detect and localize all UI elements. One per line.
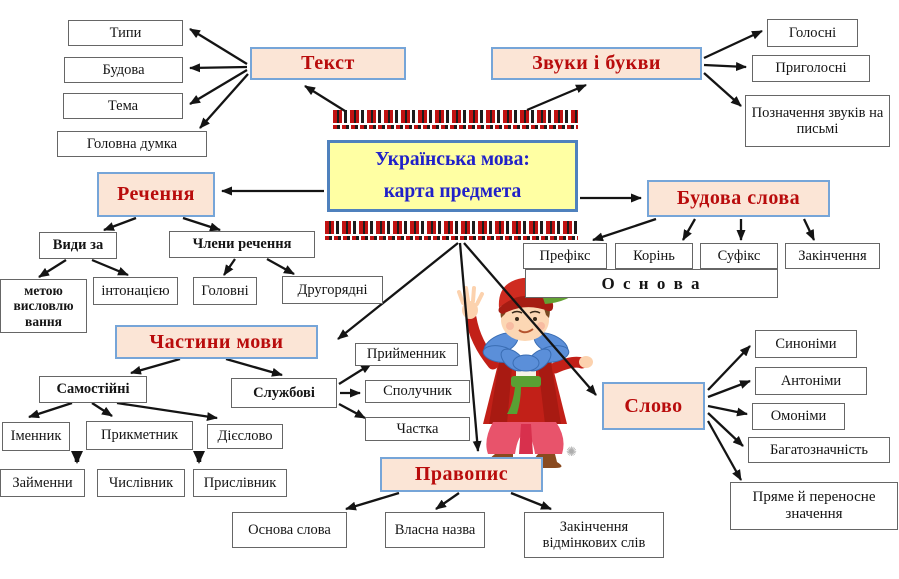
node-priame-perenosne: Пряме й переносне значення — [730, 482, 898, 530]
watermark-logo-icon: ✺ — [566, 444, 577, 459]
embroidery-band-bottom — [325, 221, 578, 240]
arrow-group-budova-slova — [592, 217, 816, 242]
node-poznachennia-zvukiv: Позначення звуків на письмі — [745, 95, 890, 147]
embroidery-band-top — [333, 110, 578, 129]
node-pravopys: Правопис — [380, 457, 543, 492]
node-imennyk: Іменник — [2, 422, 70, 451]
node-prefiks: Префікс — [523, 243, 607, 269]
node-osnova-slova: Основа слова — [232, 512, 347, 548]
node-osnova: О с н о в а — [525, 269, 778, 298]
node-budova: Будова — [64, 57, 183, 83]
node-zaimenny: Займенни — [0, 469, 85, 497]
node-zvuky-i-bukvy: Звуки і букви — [491, 47, 702, 80]
node-omonimy: Омоніми — [752, 403, 845, 430]
node-tema: Тема — [63, 93, 183, 119]
node-vydy-za: Види за — [39, 232, 117, 259]
node-pryimennyk: Прийменник — [355, 343, 458, 366]
node-holovni: Головні — [193, 277, 257, 305]
node-center-title: Українська мова: карта предмета — [327, 140, 578, 212]
node-tekst: Текст — [250, 47, 406, 80]
center-title-line1: Українська мова: — [375, 148, 530, 170]
cossack-boy-illustration — [457, 277, 593, 468]
node-typy: Типи — [68, 20, 183, 46]
node-pryholosni: Приголосні — [752, 55, 870, 82]
center-title-line2: карта предмета — [383, 181, 522, 202]
node-synonimy: Синоніми — [755, 330, 857, 358]
node-samostiini: Самостійні — [39, 376, 147, 403]
node-holosni: Голосні — [767, 19, 858, 47]
embroidery-pattern-icon — [325, 221, 578, 234]
node-zakinchennia-vidminkovykh: Закінчення відмінкових слів — [524, 512, 664, 558]
arrow-group-slovo — [706, 345, 751, 481]
node-slovo: Слово — [602, 382, 705, 430]
embroidery-pattern-icon — [333, 125, 578, 129]
embroidery-pattern-icon — [325, 236, 578, 240]
node-holovna-dumka: Головна думка — [57, 131, 207, 157]
node-chastka: Частка — [365, 417, 470, 441]
node-vlasna-nazva: Власна назва — [385, 512, 485, 548]
node-antonimy: Антоніми — [755, 367, 867, 395]
arrow-group-pravopys — [345, 491, 552, 511]
node-chleny-rechennia: Члени речення — [169, 231, 315, 258]
arrow-group-chastyny-movy — [28, 357, 372, 464]
node-bahatoznachnist: Багатозначність — [748, 437, 890, 463]
node-chyslivnyk: Числівник — [97, 469, 185, 497]
node-spoluchnyk: Сполучник — [365, 380, 470, 403]
node-korin: Корінь — [615, 243, 693, 269]
node-rechennia: Речення — [97, 172, 215, 217]
node-budova-slova: Будова слова — [647, 180, 830, 217]
node-metoiu-vyslovliuvannia: метою висловлю вання — [0, 279, 87, 333]
node-pryslivnyk: Прислівник — [193, 469, 287, 497]
node-sufiks: Суфікс — [700, 243, 778, 269]
node-druhoriadni: Другорядні — [282, 276, 383, 304]
node-sluzhbovi: Службові — [231, 378, 337, 408]
node-chastyny-movy: Частини мови — [115, 325, 318, 359]
node-intonatsiieiu: інтонацією — [93, 277, 178, 305]
node-prykmetnyk: Прикметник — [86, 421, 193, 450]
embroidery-pattern-icon — [333, 110, 578, 123]
node-zakinchennia: Закінчення — [785, 243, 880, 269]
node-diieslovo: Дієслово — [207, 424, 283, 449]
